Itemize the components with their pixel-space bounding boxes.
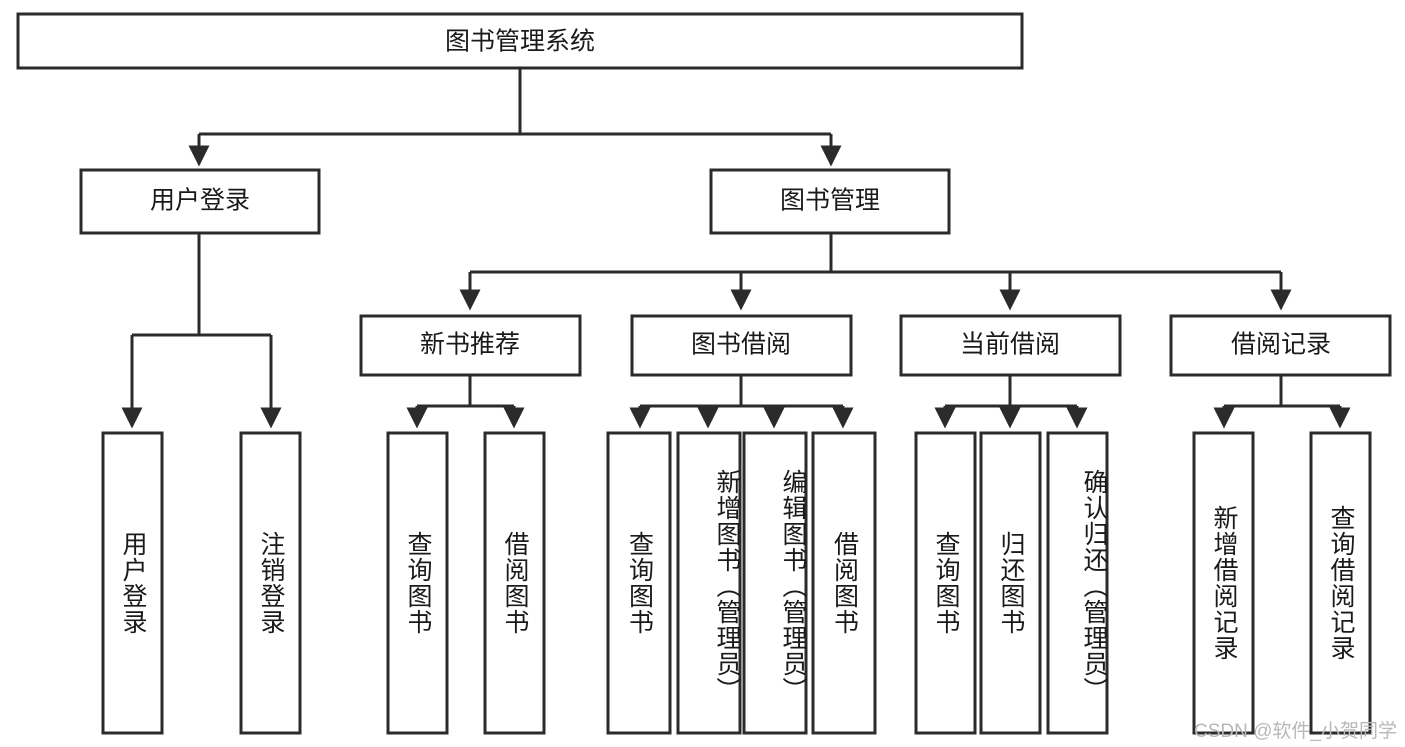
node-book-borrow[interactable]: 图书借阅	[630, 314, 853, 377]
node-book-management[interactable]: 图书管理	[709, 168, 951, 235]
node-current-borrow-label: 当前借阅	[960, 331, 1060, 359]
edge-user-login-to-leaves	[121, 233, 282, 429]
node-borrow-record-label: 借阅记录	[1231, 331, 1331, 359]
node-book-borrow-label: 图书借阅	[691, 331, 791, 359]
node-borrow-record[interactable]: 借阅记录	[1169, 314, 1392, 377]
node-leaf-return-book[interactable]	[979, 431, 1042, 735]
node-leaf-add-book[interactable]	[676, 431, 742, 735]
node-new-book-recommend-label: 新书推荐	[420, 331, 520, 359]
node-new-book-recommend[interactable]: 新书推荐	[359, 314, 582, 377]
node-leaf-query-book-1[interactable]	[386, 431, 449, 735]
node-leaf-query-book-2[interactable]	[606, 431, 672, 735]
edge-root-to-level1	[188, 68, 842, 167]
node-leaf-user-login[interactable]	[101, 431, 164, 735]
edge-book-management-to-level2	[459, 233, 1292, 311]
node-book-management-label: 图书管理	[780, 187, 880, 215]
node-leaf-query-book-3[interactable]	[914, 431, 977, 735]
node-leaf-add-record[interactable]	[1192, 431, 1255, 735]
edge-book-borrow-to-leaves	[629, 375, 854, 429]
node-user-login[interactable]: 用户登录	[79, 168, 321, 235]
node-root[interactable]: 图书管理系统	[16, 12, 1024, 70]
node-root-label: 图书管理系统	[445, 28, 595, 56]
node-user-login-label: 用户登录	[150, 187, 250, 215]
node-current-borrow[interactable]: 当前借阅	[899, 314, 1122, 377]
edge-new-book-recommend-to-leaves	[406, 375, 525, 429]
node-leaf-borrow-book-1[interactable]	[483, 431, 546, 735]
node-leaf-edit-book[interactable]	[742, 431, 808, 735]
node-leaf-query-record[interactable]	[1309, 431, 1372, 735]
node-leaf-borrow-book-2[interactable]	[811, 431, 877, 735]
edge-current-borrow-to-leaves	[934, 375, 1088, 429]
edge-borrow-record-to-leaves	[1213, 375, 1351, 429]
node-leaf-logout[interactable]	[239, 431, 302, 735]
node-leaf-confirm-return[interactable]	[1046, 431, 1109, 735]
